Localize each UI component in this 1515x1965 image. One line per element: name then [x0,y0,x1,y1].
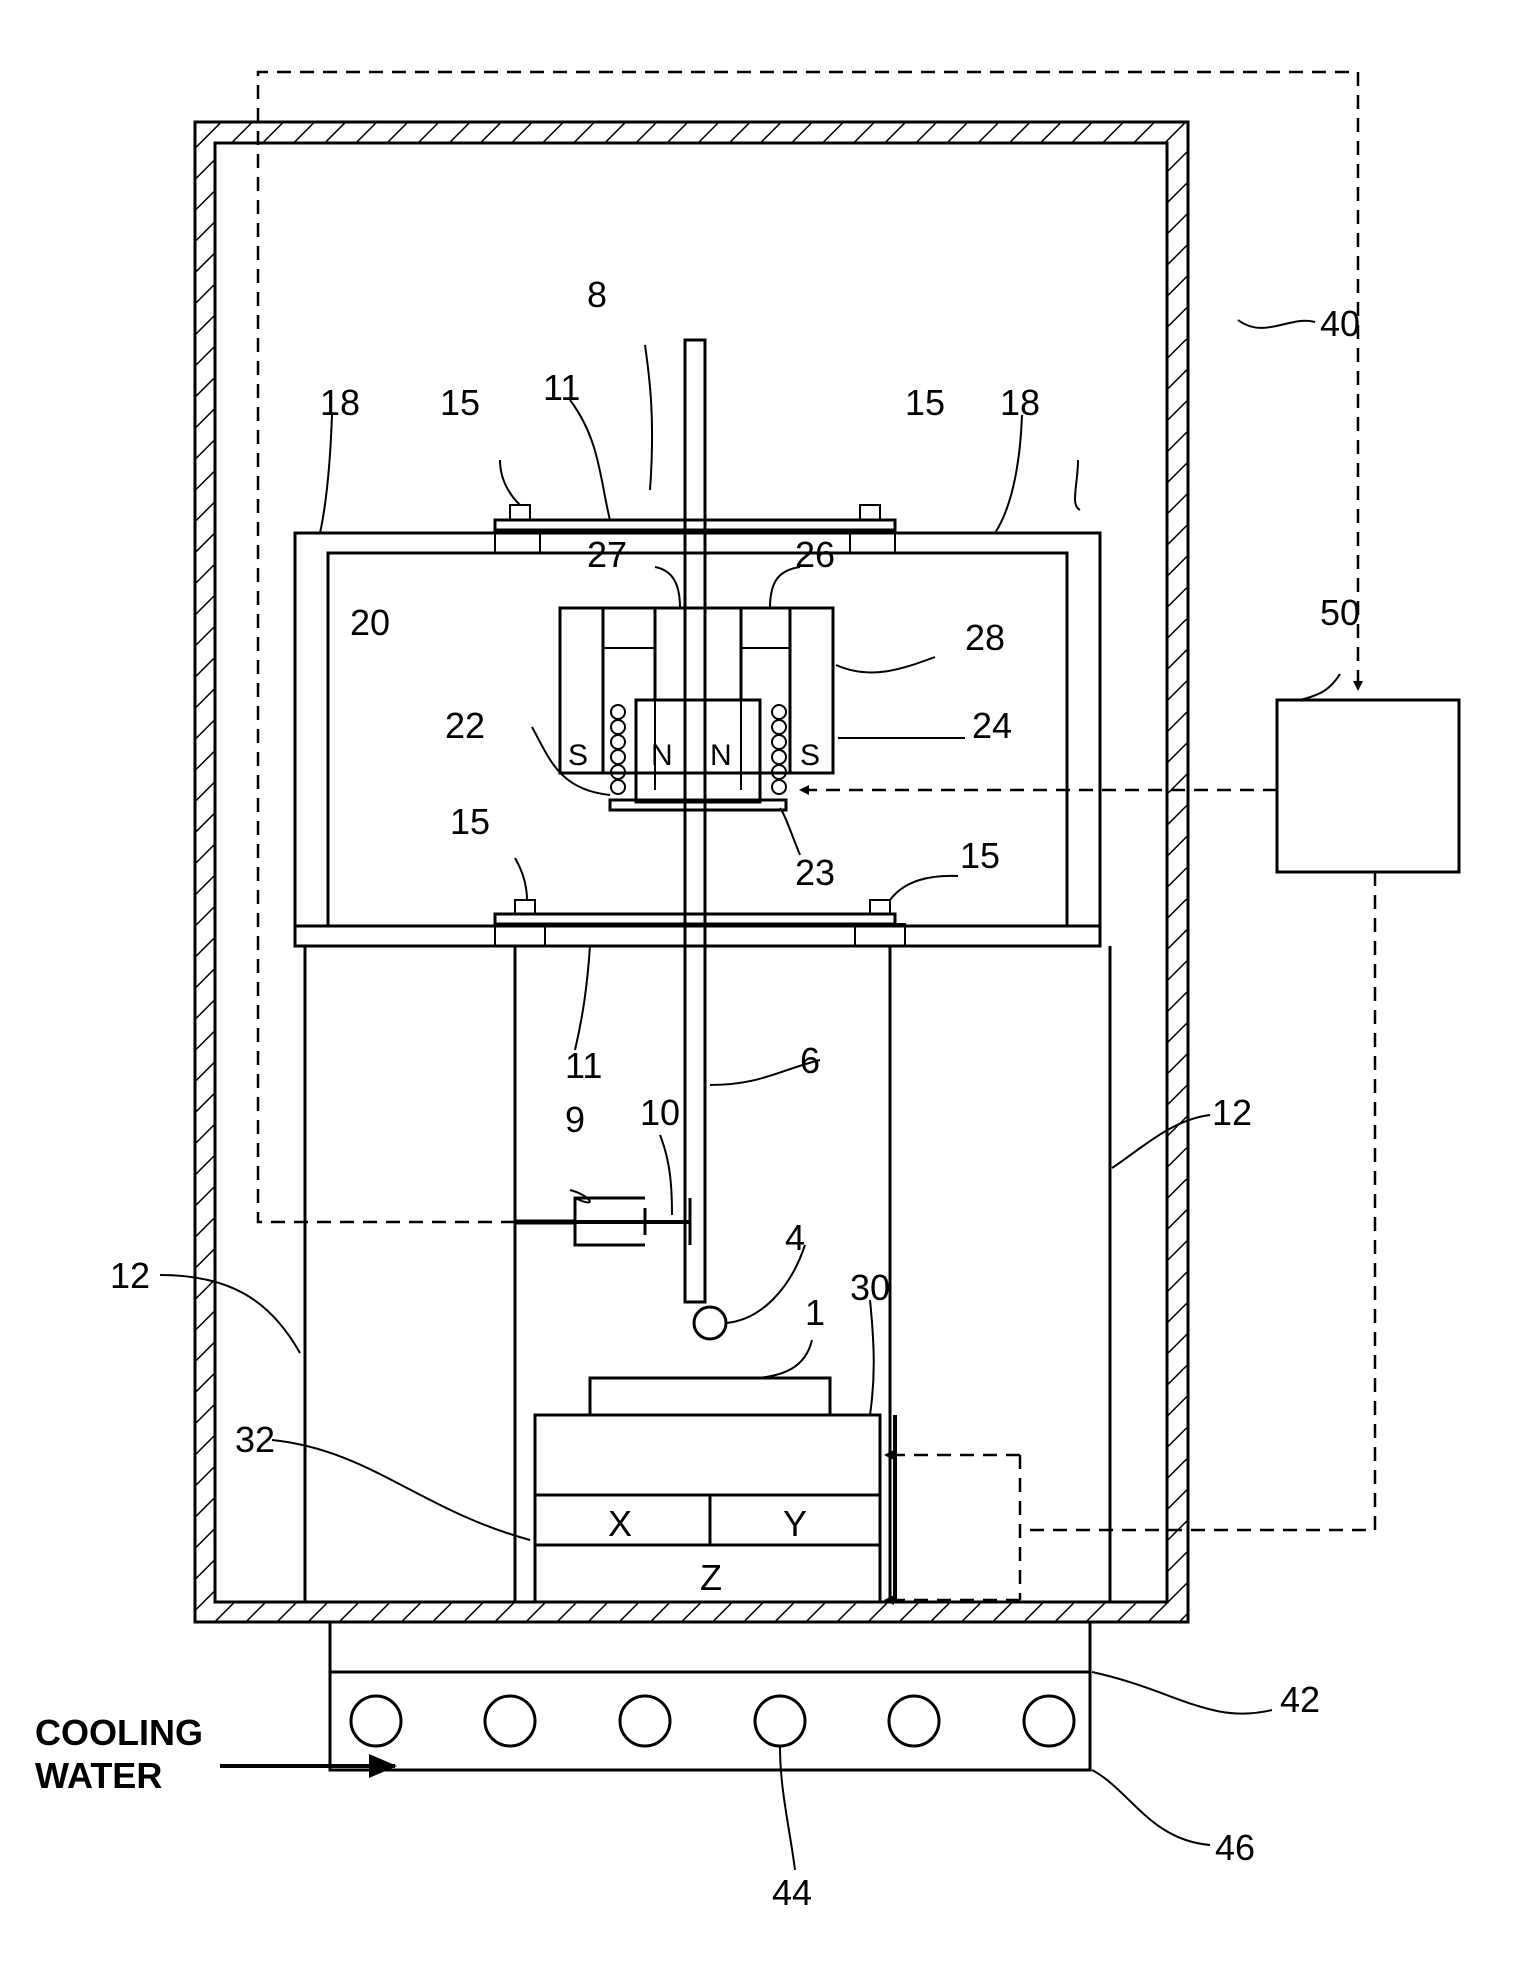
cooling-channel [889,1696,939,1746]
cooling-channel [485,1696,535,1746]
ref-20: 20 [350,602,390,643]
probe-shaft [685,340,726,1339]
probe-tip [694,1307,726,1339]
y-axis-stage-label: Y [783,1503,807,1544]
ref-15-top-right: 15 [905,382,945,423]
pole-n-right: N [710,739,732,772]
leaf-springs [495,505,905,946]
ref-11-bottom: 11 [565,1045,602,1086]
displacement-sensor [515,1198,690,1245]
sample [590,1378,830,1415]
cooling-channel [755,1696,805,1746]
enclosure-40 [195,122,1188,1622]
ref-18-right: 18 [1000,382,1040,423]
ref-12-right: 12 [1212,1092,1252,1133]
ref-42: 42 [1280,1679,1320,1720]
ref-15-top-left: 15 [440,382,480,423]
ref-44: 44 [772,1872,812,1913]
ref-1: 1 [805,1292,825,1333]
ref-9: 9 [565,1099,585,1140]
ref-40: 40 [1320,303,1360,344]
cooling-label-line1: COOLING [35,1712,203,1753]
ref-50: 50 [1320,592,1360,633]
ref-6: 6 [800,1040,820,1081]
ref-15-bottom-right: 15 [960,835,1000,876]
ref-4: 4 [785,1217,805,1258]
signal-lines [258,72,1375,1600]
sample-stage: X Y Z [535,1378,895,1602]
cooling-plate [330,1622,1090,1770]
voice-coil-motor: S N N S [560,608,833,810]
cooling-label-line2: WATER [35,1755,162,1796]
z-axis-stage-label: Z [700,1557,722,1598]
ref-10: 10 [640,1092,680,1133]
cooling-channel [351,1696,401,1746]
ref-26: 26 [795,534,835,575]
ref-32: 32 [235,1419,275,1460]
ref-18-left: 18 [320,382,360,423]
ref-22: 22 [445,705,485,746]
support-columns [305,946,1110,1602]
pole-s-left: S [568,739,588,772]
ref-27: 27 [587,534,627,575]
coil-right [772,705,786,794]
ref-8: 8 [587,274,607,315]
ref-15-bottom-left: 15 [450,801,490,842]
ref-11-top: 11 [543,367,580,408]
ref-24: 24 [972,705,1012,746]
coil-left [611,705,625,794]
controller-box [1277,700,1459,872]
cooling-channel [1024,1696,1074,1746]
ref-30: 30 [850,1267,890,1308]
ref-28: 28 [965,617,1005,658]
pole-s-right: S [800,739,820,772]
cooling-channel [620,1696,670,1746]
pole-n-left: N [651,739,673,772]
ref-23: 23 [795,852,835,893]
ref-46: 46 [1215,1827,1255,1868]
ref-12-left: 12 [110,1255,150,1296]
x-axis-stage-label: X [608,1503,632,1544]
